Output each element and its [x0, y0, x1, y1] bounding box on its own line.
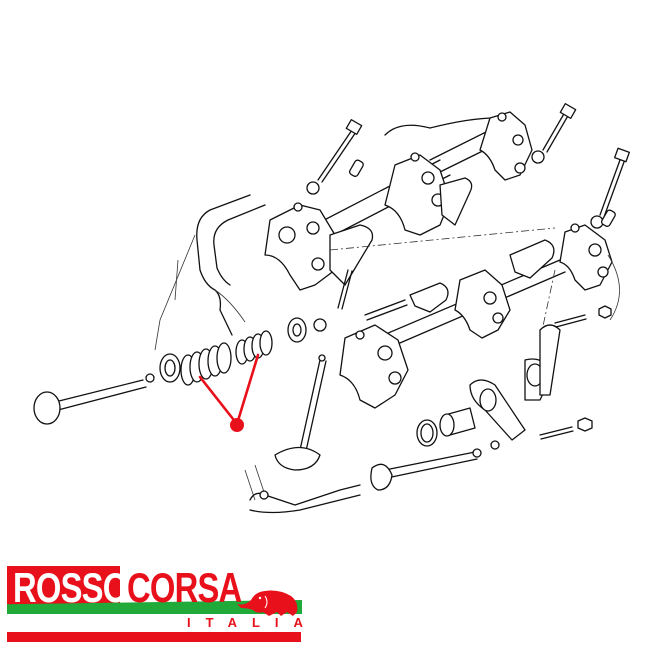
- logo-word-corsa: CORSA: [127, 564, 242, 611]
- lower-rocker-assembly: [329, 147, 630, 409]
- right-valve-group: [370, 305, 612, 491]
- outer-valve-spring: [180, 342, 232, 386]
- rosso-corsa-logo: ROSSO CORSA ITALIA: [7, 564, 303, 642]
- elephant-icon: [237, 590, 298, 616]
- spring-callout: [198, 353, 260, 432]
- logo-word-rosso: ROSSO: [13, 564, 128, 611]
- callout-dot: [230, 418, 244, 432]
- inner-valve-spring: [235, 330, 273, 365]
- upper-rocker-assembly: [264, 103, 577, 291]
- cylinder-head-outline: [154, 194, 266, 351]
- logo-red-stripe: [7, 632, 301, 642]
- center-valve: [244, 354, 361, 514]
- logo-green-stripe: [7, 600, 302, 614]
- valve-spring-stack: [33, 317, 327, 425]
- logo-word-italia: ITALIA: [187, 615, 318, 630]
